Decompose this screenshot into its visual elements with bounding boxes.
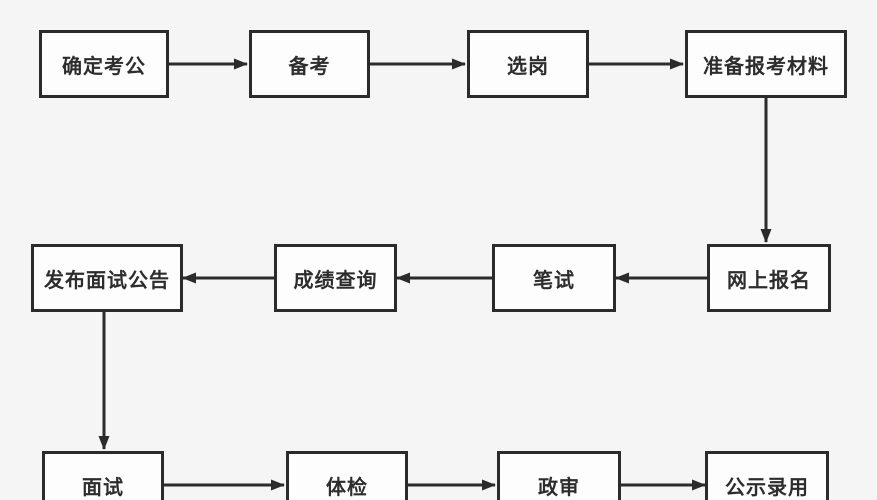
flow-node-label: 确定考公: [62, 53, 146, 78]
flow-node-label: 面试: [82, 474, 124, 499]
flow-node-physical-exam: 体检: [286, 451, 408, 500]
flow-node-label: 成绩查询: [293, 267, 378, 292]
flow-node-public-hiring: 公示录用: [705, 451, 829, 500]
flow-node-label: 网上报名: [727, 267, 811, 292]
flow-node-written-exam: 笔试: [492, 244, 616, 312]
flow-node-choose-post: 选岗: [467, 30, 589, 98]
flow-node-online-registration: 网上报名: [707, 244, 831, 312]
flow-node-prepare-study: 备考: [249, 30, 370, 98]
flow-node-label: 笔试: [533, 267, 575, 292]
flow-node-label: 政审: [538, 474, 580, 499]
flow-node-label: 公示录用: [725, 474, 809, 499]
flow-node-political-review: 政审: [497, 451, 621, 500]
flow-node-label: 发布面试公告: [44, 267, 170, 292]
flow-node-interview: 面试: [42, 451, 164, 500]
flow-node-prepare-materials: 准备报考材料: [685, 30, 847, 98]
flow-node-interview-announcement: 发布面试公告: [31, 244, 183, 312]
flow-node-label: 备考: [288, 53, 331, 78]
flow-node-label: 选岗: [507, 53, 549, 78]
flow-node-decide-exam: 确定考公: [39, 30, 169, 98]
flow-node-label: 准备报考材料: [703, 53, 829, 78]
flow-node-score-inquiry: 成绩查询: [274, 244, 397, 312]
flow-node-label: 体检: [326, 474, 368, 499]
